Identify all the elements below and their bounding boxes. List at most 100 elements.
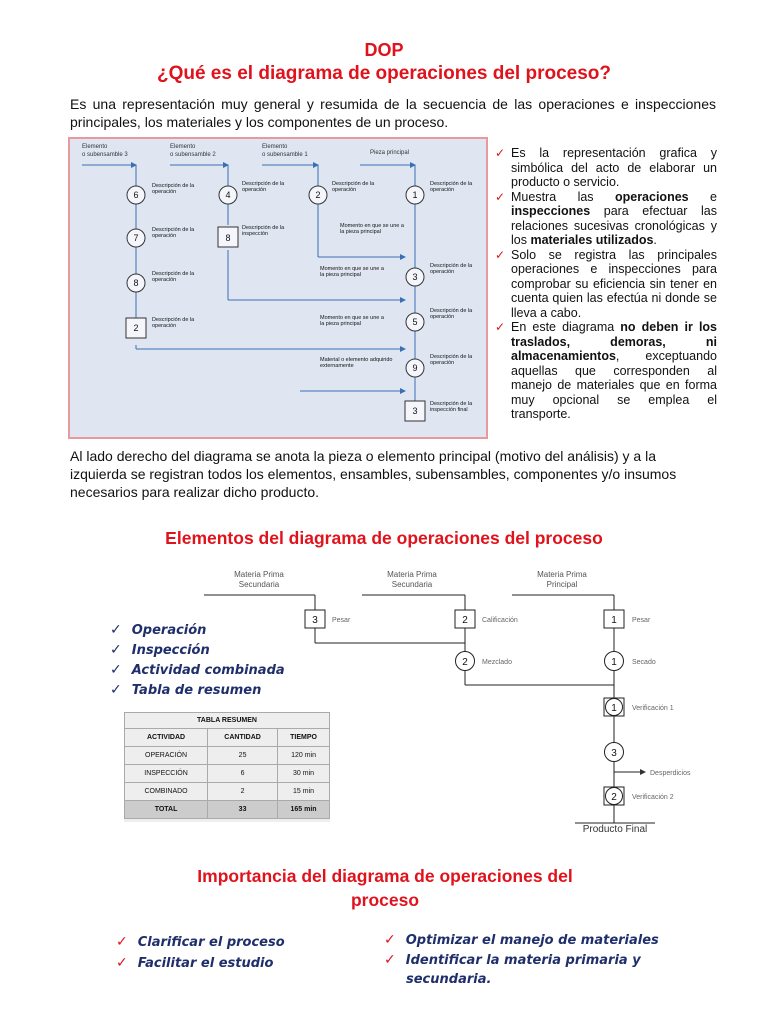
check-icon: ✓ [495,247,506,262]
fig1-desc: Descripción de la operación [152,271,195,283]
importance-list-left: ✓Clarificar el proceso ✓Facilitar el est… [116,934,336,978]
fig1-desc: Descripción de la operación [430,181,473,193]
fig2-label: Materia Prima [537,570,587,579]
fig1-node: 2 [133,323,138,333]
importance-list-right: ✓Optimizar el manejo de materiales ✓Iden… [384,932,684,992]
fig1-desc: Descripción de la operación [332,181,375,193]
fig2-step-label: Verificación 2 [632,794,674,801]
list-item-text: En este diagrama [511,320,621,334]
fig1-node: 6 [133,190,138,200]
fig1-desc: Descripción de la operación [430,308,473,320]
dop-diagram-svg: Elemento o subensamble 3 Elemento o sube… [82,144,473,422]
list-item: ✓Identificar la materia primaria y [384,952,641,968]
fig2-label: Principal [547,580,578,589]
fig1-node: 2 [315,190,320,200]
fig2-step-label: Secado [632,659,656,666]
elements-list: ✓Operación ✓Inspección ✓Actividad combin… [110,622,330,706]
list-item-cont: secundaria. [406,972,492,987]
fig2-step-label: Pesar [332,617,351,624]
fig1-col-label: o subensamble 3 [82,152,128,158]
check-icon: ✓ [116,955,128,971]
list-item: ✓Tabla de resumen [110,682,262,698]
list-item-text: operaciones [614,189,689,204]
fig1-node: 7 [133,233,138,243]
list-item: ✓Es la representación grafica y simbólic… [495,146,717,190]
list-item-text: Muestra las [511,189,615,204]
fig2-step-label: Verificación 1 [632,705,674,712]
fig1-node: 9 [412,363,417,373]
check-icon: ✓ [116,934,128,950]
list-item: ✓ En este diagrama no deben ir los trasla… [495,320,717,422]
check-icon: ✓ [384,932,396,948]
fig1-col-label: Elemento [82,144,108,150]
list-item-text: no deben ir los traslados, demoras, ni a… [511,320,717,363]
fig1-node: 3 [412,406,417,416]
check-icon: ✓ [384,952,396,968]
list-item-text: materiales utilizados [530,233,654,247]
fig1-desc: Descripción de la inspección [242,225,285,237]
fig2-label: Secundaria [392,580,433,589]
fig2-node: 2 [611,792,617,803]
fig1-node: 3 [412,272,417,282]
fig2-step-label: Desperdicios [650,770,691,777]
check-icon: ✓ [110,662,122,678]
list-item: ✓Muestra las operaciones e inspecciones … [495,190,717,248]
fig2-step-label: Mezclado [482,659,512,666]
fig1-note: Momento en que se une a la pieza princip… [320,266,384,278]
list-item-text: Solo se registra las principales operaci… [511,247,717,320]
fig1-col-label: o subensamble 2 [170,152,216,158]
fig2-label: Materia Prima [234,570,284,579]
check-icon: ✓ [495,189,506,204]
check-icon: ✓ [110,682,122,698]
fig1-note: Momento en que se une a la pieza princip… [340,223,404,235]
fig1-node: 5 [412,317,417,327]
section-importance-title: Importancia del diagrama de operaciones … [197,866,573,886]
fig1-node: 8 [225,233,230,243]
fig2-label: Secundaria [239,580,280,589]
summary-table: TABLA RESUMEN ACTIVIDAD CANTIDAD TIEMPO … [123,712,330,822]
section-elements-title: Elementos del diagrama de operaciones de… [165,528,603,548]
fig1-node: 1 [412,190,417,200]
fig1-desc: Descripción de la inspección final [430,401,473,413]
list-item: ✓ Solo se registra las principales operac… [495,248,717,321]
list-item-text: , exceptuando aquellas que corresponden … [511,349,717,421]
list-item: ✓Operación [110,622,207,638]
fig1-note: Momento en que se une a la pieza princip… [320,315,384,327]
list-item-text: e [688,189,717,204]
fig1-desc: Descripción de la operación [430,354,473,366]
list-item-text: Es la representación grafica y simbólica… [511,146,717,189]
fig2-node: 3 [611,748,617,759]
fig1-col-label: Elemento [262,144,288,150]
fig2-node: 2 [462,615,468,626]
dop-features-list: ✓ Es la representación grafica y simbólic… [495,146,717,422]
check-icon: ✓ [110,642,122,658]
diagram-explanation: Al lado derecho del diagrama se anota la… [70,448,677,500]
fig2-final-label: Producto Final [583,824,647,835]
fig2-label: Materia Prima [387,570,437,579]
fig2-step-label: Pesar [632,617,651,624]
check-icon: ✓ [495,320,506,334]
fig1-desc: Descripción de la operación [152,227,195,239]
check-icon: ✓ [110,622,122,638]
fig1-node: 8 [133,278,138,288]
fig1-desc: Descripción de la operación [242,181,285,193]
list-item: ✓Facilitar el estudio [116,955,274,971]
fig2-node: 1 [611,615,617,626]
list-item: ✓Actividad combinada [110,662,285,678]
list-item-text: para efectuar las relaciones sucesivas c… [511,204,717,247]
fig1-col-label: Pieza principal [370,150,409,156]
fig2-node: 1 [611,703,617,714]
dop-diagram-figure: Elemento o subensamble 3 Elemento o sube… [68,137,488,439]
fig1-col-label: Elemento [170,144,196,150]
list-item: ✓Inspección [110,642,210,658]
fig1-desc: Descripción de la operación [152,317,195,329]
fig2-node: 2 [462,657,468,668]
fig2-node: 1 [611,657,617,668]
fig2-step-label: Calificación [482,617,518,624]
fig1-desc: Descripción de la operación [152,183,195,195]
fig2-node: 3 [312,615,318,626]
intro-paragraph: Es una representación muy general y resu… [70,96,716,130]
